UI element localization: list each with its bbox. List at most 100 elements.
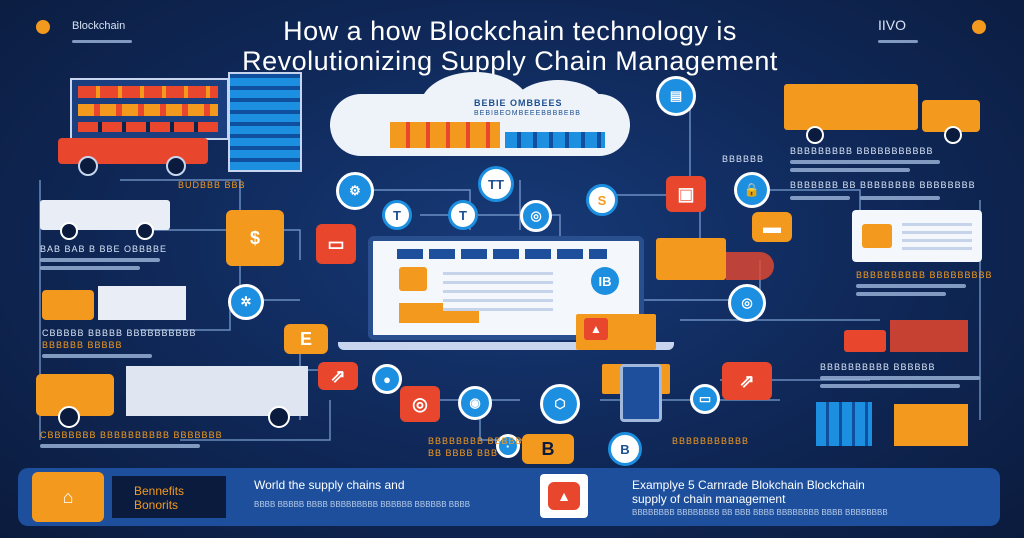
title-line-1: How a how Blockchain technology is [283,16,737,46]
t-icon-2[interactable]: T [448,200,478,230]
world-sub: BBBB BBBBB BBBB BBBBBBBBB BBBBBB BBBBBB … [254,500,471,509]
package-small: ▲ [584,318,608,340]
cloud-boxes-orange [390,122,500,148]
t-icon[interactable]: T [382,200,412,230]
crate-accent [726,252,774,280]
label-left-bottom: CBBBBBBB BBBBBBBBBB BBBBBBB [40,430,223,440]
screen-header [397,249,607,259]
benefits-title: Bennefits [134,484,185,498]
example-sub: BBBBBBBB BBBBBBBB BB BBB BBBB BBBBBBBB B… [632,508,888,517]
brand-right: IIVO [878,17,907,33]
laptop-base [338,342,674,350]
label-center-bottom2: BB BBBB BBB [428,448,499,458]
b-badge-icon[interactable]: B [522,434,574,464]
chart-icon[interactable]: ⇗ [318,362,358,390]
label-right-mid2: BBBBBBBBBB BBBBBBBBB [856,270,993,280]
receipt-icon[interactable]: ▤ [656,76,696,116]
tt-icon[interactable]: TT [478,166,514,202]
benefits-sub: Bonorits [134,498,179,512]
label-left-mid3: BBBBBB BBBBB [42,340,123,350]
connect-icon[interactable]: ● [372,364,402,394]
blue-crates [816,402,872,446]
briefcase-icon[interactable]: ▣ [666,176,706,212]
screen-lines [443,271,553,311]
right-truck-2-trailer [890,320,968,352]
growth-icon[interactable]: ⇗ [722,362,772,400]
right-truck-2-cab [844,330,886,352]
network-icon[interactable]: ⚙ [336,172,374,210]
text-line [820,376,980,380]
report-icon [862,224,892,248]
globe-icon-right[interactable]: ◎ [728,284,766,322]
truck-wheel [806,126,824,144]
cloud-line1: BEBIE OMBBEES [474,98,563,108]
brand-left: Blockchain [72,20,126,32]
world-icon[interactable]: ◉ [458,386,492,420]
cloud-boxes-blue [505,132,605,148]
brand-dot-right [972,20,986,34]
target-icon[interactable]: ◎ [400,386,440,422]
truck-trailer [98,286,186,320]
ib-icon[interactable]: IB [591,267,619,295]
shopping-bag-icon[interactable]: $ [226,210,284,266]
text-line [40,258,160,262]
cloud-line2: BEBIBEOMBEEEBBBBEBB [474,110,581,117]
label-right-mid1: BBBBBBB BB BBBBBBBB BBBBBBBB [790,180,976,190]
report-card [852,210,982,262]
b-round-icon[interactable]: B [608,432,642,466]
text-line [790,168,910,172]
label-left-mid1: BAB BAB B BBE OBBBBE [40,244,168,254]
laptop-screen: IB [368,236,644,340]
office-building [228,72,302,172]
truck-wheel [136,222,154,240]
benefits-box [112,476,226,518]
document-icon[interactable]: E [284,324,328,354]
brand-dot-left [36,20,50,34]
lock-icon[interactable]: 🔒 [734,172,770,208]
truck-wheel [58,406,80,428]
box-icon[interactable]: ▬ [752,212,792,242]
factory-icon[interactable]: ▲ [548,482,580,510]
van-wheel [166,156,186,176]
text-line [860,196,940,200]
label-right-small2: BBBBBBBBBB BBBBBB [820,362,936,372]
gear-icon[interactable]: ✲ [228,284,264,320]
text-line [40,266,140,270]
example-title: Examplye 5 Carnrade Blokchain Blockchain [632,478,865,492]
text-line [42,354,152,358]
text-line [856,284,966,288]
label-right-bottom: BBBBBBBBBBB [672,436,750,446]
text-line [790,160,940,164]
text-line [820,384,960,388]
report-lines [902,222,972,250]
warehouse-shelves [70,78,229,140]
cloud-puff [510,80,606,140]
truck-wheel [60,222,78,240]
example-title-2: supply of chain management [632,492,786,506]
truck-wheel [268,406,290,428]
title-line-2: Revolutionizing Supply Chain Management [242,46,778,76]
brand-right-underline [878,40,918,43]
text-line [856,292,946,296]
cash-icon[interactable]: ▭ [316,224,356,264]
label-right-top: BBBBBBBBB BBBBBBBBBBB [790,146,934,156]
label-right-small1: BBBBBB [722,154,765,164]
text-line [790,196,850,200]
id-card-icon[interactable]: ▭ [690,384,720,414]
page-title: How a how Blockchain technology is Revol… [150,16,870,76]
label-left-top: BUDBBB BBB [178,180,246,190]
right-truck-trailer [784,84,918,130]
screen-chart-icon [399,267,427,291]
text-line [40,444,200,448]
van-wheel [78,156,98,176]
small-node-icon[interactable]: · [496,434,520,458]
dollar-icon[interactable]: S [586,184,618,216]
shield-icon[interactable]: ⬡ [540,384,580,424]
crate-icon [656,238,726,280]
label-center-bottom: BBBBBBBB BBBBB [428,436,523,446]
brand-left-underline [72,40,132,43]
label-left-mid2: CBBBBB BBBBB BBBBBBBBBB [42,328,197,338]
benefits-icon[interactable]: ⌂ [32,472,104,522]
globe-icon[interactable]: ◎ [520,200,552,232]
orange-truck-cab [42,290,94,320]
